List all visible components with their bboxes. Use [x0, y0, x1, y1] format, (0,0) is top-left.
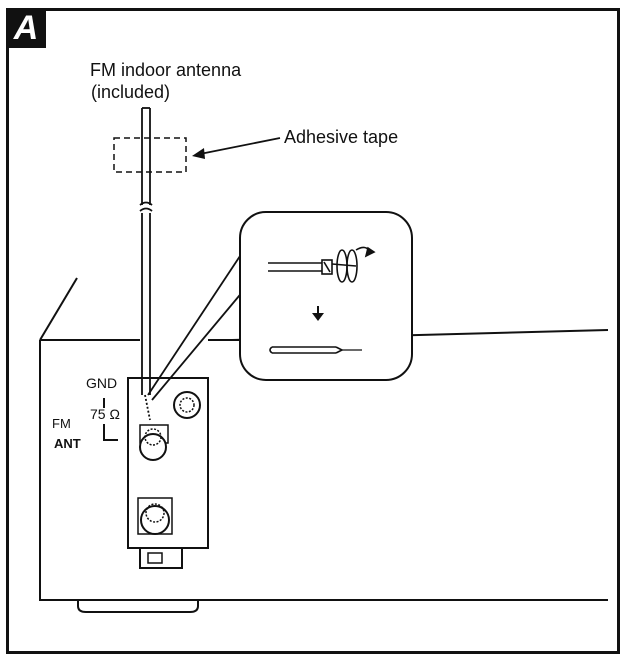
ant-label: ANT: [54, 436, 81, 451]
adhesive-tape-outline: [113, 137, 187, 173]
terminal-knob-lower: [137, 497, 173, 535]
down-arrow-icon: [312, 306, 324, 321]
terminal-bracket: [103, 398, 118, 441]
terminal-knob-fm: [139, 424, 169, 461]
wire-detail-callout: [239, 211, 413, 381]
ohm-label: 75 Ω: [90, 406, 120, 422]
fm-antenna-wire: [139, 107, 153, 421]
gnd-label: GND: [86, 375, 118, 391]
terminal-knob-upper-right: [173, 391, 201, 419]
antenna-label-line1: FM indoor antenna: [90, 60, 242, 80]
fm-label: FM: [52, 416, 71, 431]
receiver-foot: [77, 600, 199, 613]
antenna-label-line2: (included): [91, 82, 171, 102]
tape-pointer-arrow: [192, 137, 281, 159]
wire-twist-detail: [268, 246, 376, 283]
adhesive-tape-label: Adhesive tape: [284, 127, 399, 147]
callout-lines: [147, 249, 245, 401]
twisted-wire-result: [269, 346, 362, 354]
panel-letter-badge: A: [6, 8, 46, 48]
